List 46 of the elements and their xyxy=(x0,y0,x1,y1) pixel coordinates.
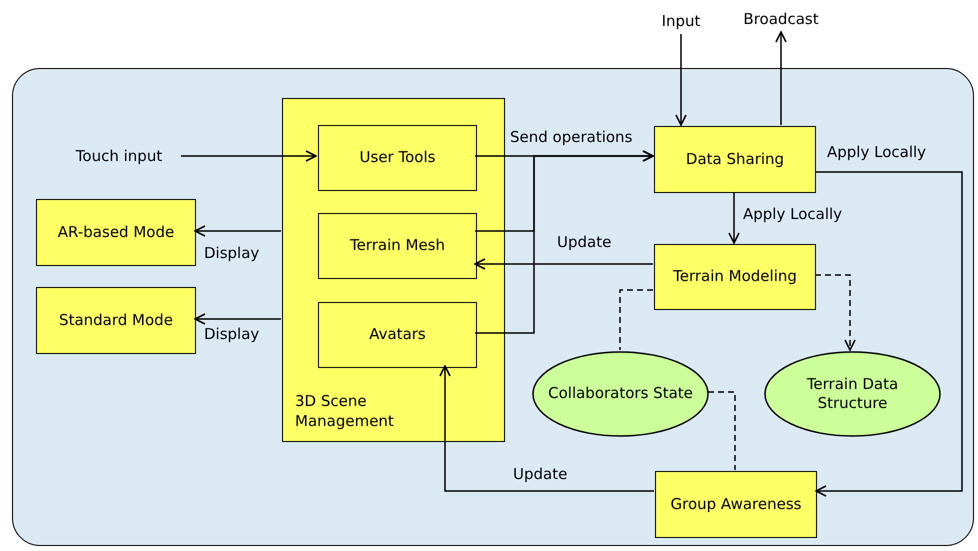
text-label: Broadcast xyxy=(728,8,834,32)
data-ellipse xyxy=(764,351,941,437)
process-box xyxy=(36,199,196,266)
arrow xyxy=(474,258,653,270)
group-title: 3D Scene Management xyxy=(294,392,395,432)
panel-background xyxy=(12,68,974,546)
node-label: Data Sharing xyxy=(684,150,786,170)
arrow xyxy=(194,313,281,325)
edge-label: Send operations xyxy=(508,128,634,146)
process-box xyxy=(654,244,816,310)
node-label: User Tools xyxy=(358,148,436,168)
edge-label: Display xyxy=(202,244,262,262)
data-ellipse xyxy=(532,351,709,437)
node-label: Terrain Mesh xyxy=(348,236,446,256)
dashed-arrow xyxy=(815,274,856,351)
arrow xyxy=(194,225,281,237)
node-label: Standard Mode xyxy=(58,310,174,330)
arrow xyxy=(728,192,740,244)
node-label: Terrain Data Structure xyxy=(806,374,900,414)
process-box xyxy=(655,471,817,538)
node-label: Group Awareness xyxy=(670,494,802,514)
text-label: Touch input xyxy=(56,145,182,169)
node-label: Terrain Modeling xyxy=(672,267,798,287)
arrow xyxy=(815,171,963,497)
process-box xyxy=(318,125,477,191)
arrow xyxy=(181,150,317,162)
node-label: AR-based Mode xyxy=(56,222,176,242)
node-label: Avatars xyxy=(368,325,427,345)
arrow xyxy=(675,34,687,126)
edge-label: Update xyxy=(511,465,570,483)
edge-label: Update xyxy=(555,233,614,251)
edge-label: Display xyxy=(202,325,262,343)
group-box xyxy=(282,98,505,442)
process-box xyxy=(654,126,816,193)
edge-label: Apply Locally xyxy=(825,143,928,161)
process-box xyxy=(36,287,196,354)
process-box xyxy=(318,302,477,368)
process-box xyxy=(318,213,477,279)
dashed-connector-line xyxy=(619,289,653,350)
edge-label: Apply Locally xyxy=(741,205,844,223)
node-label: Collaborators State xyxy=(547,384,694,404)
dashed-connector-line xyxy=(708,391,736,470)
arrow xyxy=(439,365,654,492)
arrow xyxy=(475,150,654,334)
arrow xyxy=(775,31,787,125)
text-label: Input xyxy=(648,10,714,34)
